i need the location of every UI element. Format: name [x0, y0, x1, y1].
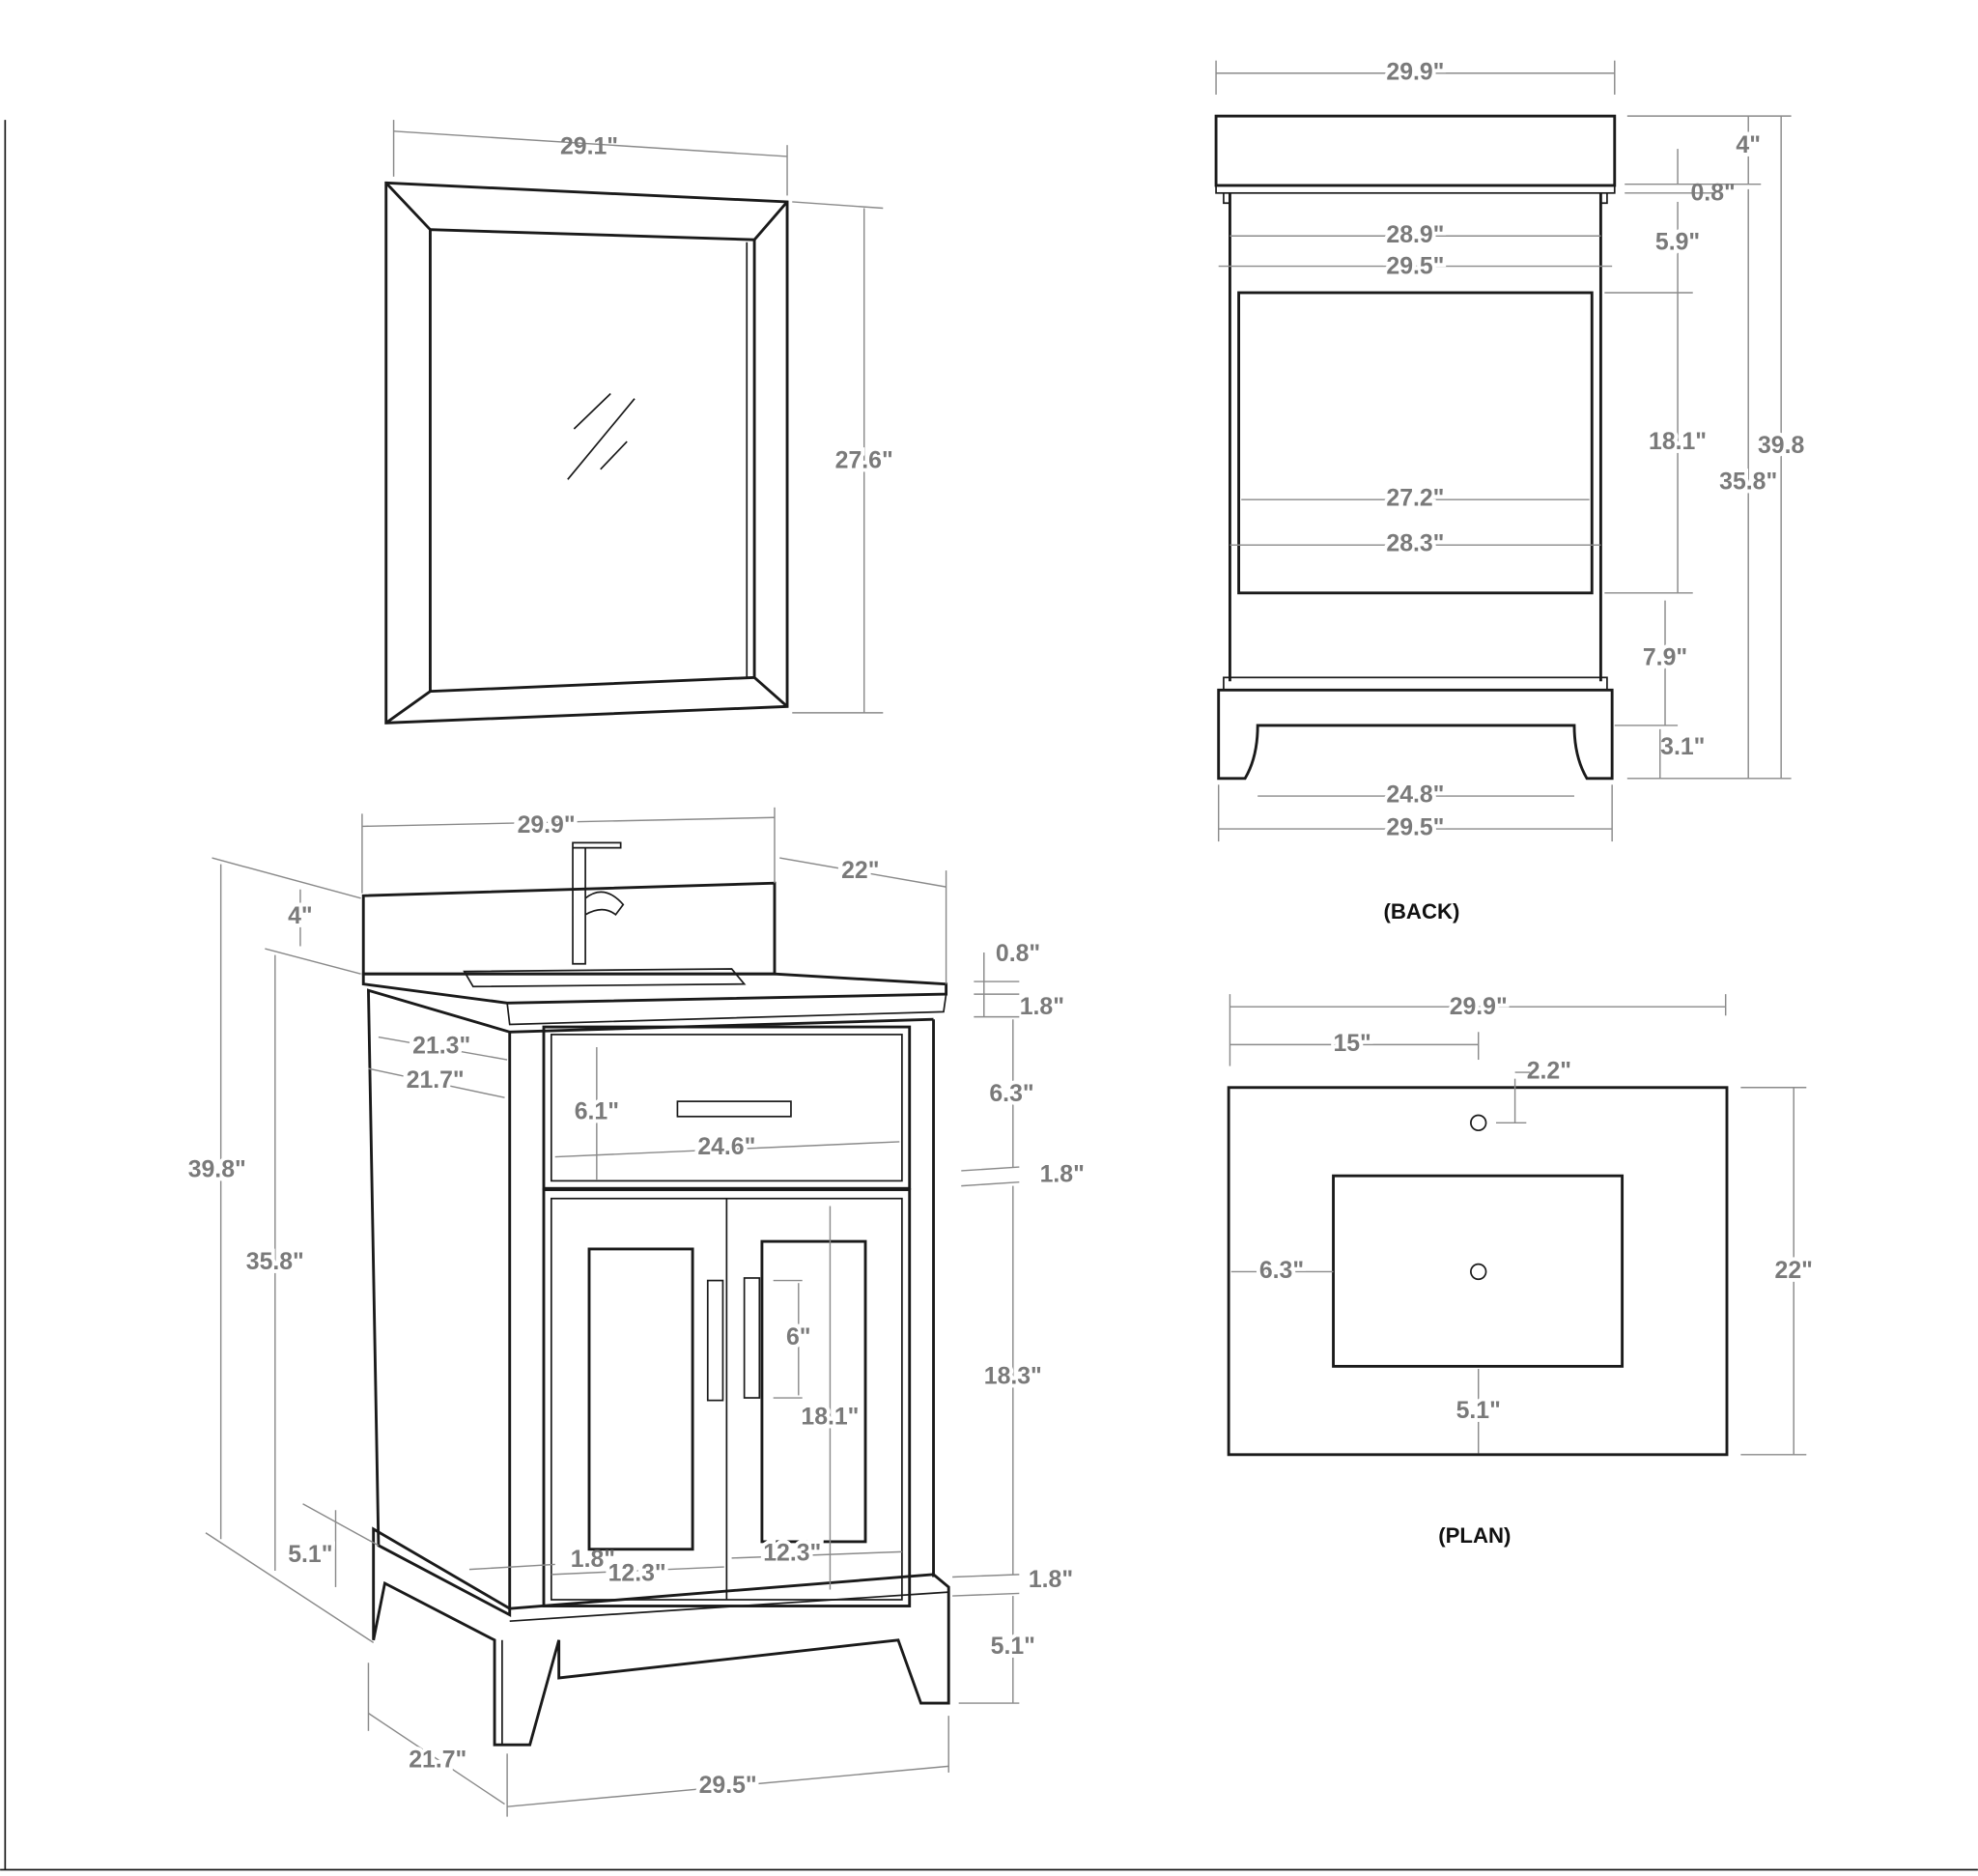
mirror-drawing	[384, 181, 789, 725]
back-inner-width-label: 28.9"	[1386, 222, 1444, 248]
front-drawer-height-label: 6.1"	[575, 1098, 619, 1124]
plan-view-caption: (PLAN)	[1438, 1523, 1511, 1548]
back-backsplash-label: 4"	[1736, 132, 1761, 158]
glass-reflection-icon	[573, 392, 611, 430]
mirror-width-label: 29.1"	[560, 133, 618, 159]
front-right-door-width-label: 12.3"	[763, 1541, 821, 1567]
back-lower-height-label: 7.9"	[1643, 644, 1687, 670]
plan-view-dimensions: 29.9" 15" 2.2" 6.3" 5.1" 22"	[1229, 990, 1817, 1456]
plan-front-offset-label: 5.1"	[1456, 1398, 1501, 1424]
back-view-drawing	[1214, 114, 1617, 781]
back-total-height-label: 39.8	[1758, 433, 1804, 459]
mirror-height-label: 27.6"	[835, 448, 893, 474]
front-stile-label: 1.8"	[571, 1547, 615, 1573]
back-body-height-label: 35.8"	[1719, 469, 1777, 496]
front-handle-length-label: 6"	[786, 1324, 811, 1350]
front-drawer-width-label: 24.6"	[697, 1134, 755, 1160]
vanity-perspective-dimensions: 29.9" 22" 4" 39.8" 35.8" 5.1" 21.3" 21.7…	[184, 807, 1085, 1817]
countertop	[361, 972, 948, 1005]
left-door-panel	[587, 1247, 694, 1551]
back-panel-width-label: 27.2"	[1386, 486, 1444, 512]
front-base-width-label: 29.5"	[699, 1773, 757, 1799]
back-top-width-label: 29.9"	[1386, 59, 1444, 85]
back-view-dimensions: 29.9" 28.9" 29.5" 27.2" 28.3" 24.8" 29.5…	[1215, 55, 1808, 844]
back-panel-outer-width-label: 28.3"	[1386, 531, 1444, 557]
back-top-thickness-label: 0.8"	[1691, 181, 1736, 207]
plan-width-label: 29.9"	[1450, 994, 1508, 1020]
vanity-perspective-drawing	[361, 841, 950, 1747]
front-top-edge-label: 1.8"	[1020, 994, 1064, 1020]
front-top-width-label: 29.9"	[518, 812, 576, 839]
back-base-width-label: 29.5"	[1386, 815, 1444, 841]
front-base-depth-label: 21.7"	[409, 1748, 466, 1774]
right-door-panel	[760, 1239, 867, 1544]
drain-hole-icon	[1470, 1263, 1487, 1281]
mirror-dimensions: 29.1" 27.6"	[392, 120, 897, 714]
front-drawer-zone-label: 6.3"	[989, 1081, 1033, 1107]
front-body-height-label: 35.8"	[246, 1249, 304, 1275]
front-door-zone-label: 18.3"	[984, 1364, 1042, 1390]
backsplash	[361, 881, 777, 976]
plan-faucet-offset-label: 2.2"	[1527, 1059, 1571, 1085]
front-base-height-label: 5.1"	[991, 1634, 1035, 1660]
vanity-base	[372, 1526, 950, 1747]
front-total-height-label: 39.8"	[188, 1157, 246, 1183]
plan-side-offset-label: 6.3"	[1259, 1258, 1304, 1284]
front-rail-label: 1.8"	[1040, 1162, 1085, 1188]
cabinet-side	[366, 988, 512, 1618]
front-side-depth-outer-label: 21.7"	[407, 1067, 465, 1094]
left-door-handle	[706, 1279, 724, 1402]
front-toe-height-label: 5.1"	[288, 1542, 332, 1568]
sink-basin	[463, 968, 747, 988]
front-bottom-rail-label: 1.8"	[1029, 1567, 1073, 1593]
front-backsplash-label: 4"	[288, 903, 313, 929]
front-side-depth-label: 21.3"	[412, 1034, 470, 1060]
plan-depth-label: 22"	[1775, 1258, 1813, 1284]
back-base-height-label: 3.1"	[1660, 734, 1705, 760]
front-left-door-width-label: 12.3"	[608, 1560, 666, 1586]
faucet-hole-icon	[1470, 1114, 1487, 1132]
front-depth-label: 22"	[841, 858, 879, 884]
drawer-front	[550, 1034, 903, 1182]
back-outer-width-label: 29.5"	[1386, 253, 1444, 279]
faucet-icon	[572, 841, 625, 965]
front-door-height-label: 18.1"	[801, 1404, 859, 1430]
back-leg-span-label: 24.8"	[1386, 782, 1444, 809]
back-apron-height-label: 5.9"	[1655, 230, 1700, 256]
front-top-thickness-label: 0.8"	[996, 941, 1040, 967]
plan-center-label: 15"	[1333, 1031, 1370, 1057]
drawer-handle	[676, 1100, 792, 1118]
back-view-caption: (BACK)	[1384, 899, 1460, 924]
back-panel-height-label: 18.1"	[1649, 429, 1707, 455]
right-door-handle	[743, 1277, 761, 1399]
